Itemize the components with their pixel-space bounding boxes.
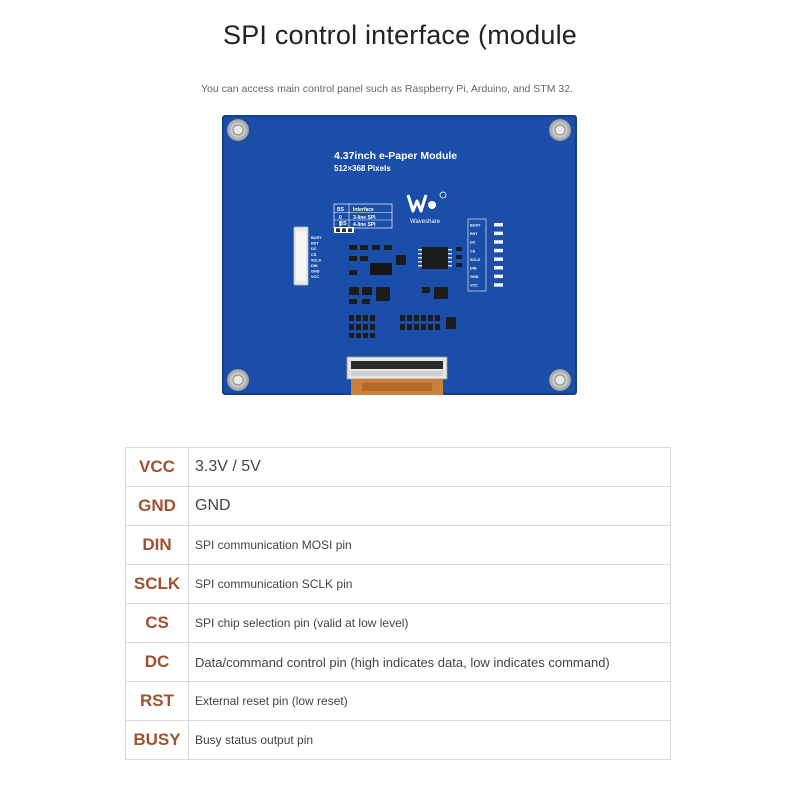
pin-description: Busy status output pin [188,720,671,760]
fpc-connector [346,356,448,395]
mounting-hole-top-left [227,119,249,141]
header-pad [494,283,503,287]
right-pin-label: CS [470,249,476,253]
interface-row0-bs: 0 [339,215,342,221]
pin-description: GND [188,486,671,526]
pin-description: SPI chip selection pin (valid at low lev… [188,603,671,643]
interface-header-bs: BS [337,207,345,213]
header-pad [494,248,503,253]
pin-description: SPI communication SCLK pin [188,564,671,604]
pin-name: DC [125,642,189,682]
right-pin-label: RST [470,232,478,236]
left-pin-label: VCC [311,275,319,279]
board-resolution: 512×368 Pixels [334,164,391,173]
board-module-name: 4.37inch e-Paper Module [334,150,457,162]
header-pad [494,223,503,227]
interface-row0-mode: 3-line SPI [353,215,376,221]
header-pad [494,231,503,236]
resistor-array-right [400,315,456,330]
left-pin-label: BUSY [311,236,322,240]
left-pin-connector [293,226,309,286]
pin-description: 3.3V / 5V [188,447,671,487]
interface-row1-bs: 1 [339,222,342,228]
pin-name: RST [125,681,189,721]
left-pin-label: GND [311,270,320,274]
waveshare-logo-icon [406,191,447,213]
header-pad [494,240,503,244]
right-pin-label: DC [470,241,476,245]
pin-name: SCLK [125,564,189,604]
left-pin-label: SCLK [311,258,322,262]
small-components-row1 [349,245,462,275]
right-pin-label: SCLK [470,258,481,262]
right-pin-label-box [467,218,487,292]
mounting-hole-bottom-left [227,369,249,391]
pin-name: BUSY [125,720,189,760]
header-pad [494,266,503,270]
pin-description: Data/command control pin (high indicates… [188,642,671,682]
pin-name: VCC [125,447,189,487]
right-pin-label: VCC [470,284,478,288]
page-subtitle: You can access main control panel such a… [201,83,573,95]
pin-name: DIN [125,525,189,565]
interface-table-grid [333,203,393,229]
right-pin-label: DIN [470,267,477,271]
right-pin-labels: BUSY RST DC CS SCLK DIN GND VCC [470,224,481,288]
header-pad [494,257,503,261]
mounting-hole-top-right [549,119,571,141]
left-pin-label: RST [311,242,319,246]
interface-header-interface: Interface [353,207,374,213]
left-pin-label: DIN [311,264,318,268]
interface-row1-mode: 4-line SPI [353,222,376,228]
bs-switch [334,227,354,233]
pin-name: CS [125,603,189,643]
resistor-array-left [349,315,375,338]
right-pin-label: BUSY [470,224,481,228]
right-header-pads [494,223,503,287]
brand-name: Waveshare [410,219,441,225]
small-components-row2 [349,287,448,304]
left-pin-label: DC [311,247,317,251]
page-title: SPI control interface (module [223,20,577,50]
pin-description: External reset pin (low reset) [188,681,671,721]
header-pad [494,274,503,279]
pin-description: SPI communication MOSI pin [188,525,671,565]
epaper-board-svg: 4.37inch e-Paper Module 512×368 Pixels B… [222,115,577,395]
epaper-board-image: 4.37inch e-Paper Module 512×368 Pixels B… [222,115,577,395]
bs-label: BS [339,221,347,227]
interface-table-cells: BS Interface 0 3-line SPI 1 4-line SPI [337,207,376,228]
main-ic-chip [418,247,452,269]
pin-name: GND [125,486,189,526]
mounting-hole-bottom-right [549,369,571,391]
left-pin-label: CS [311,253,317,257]
right-pin-label: GND [470,275,479,279]
